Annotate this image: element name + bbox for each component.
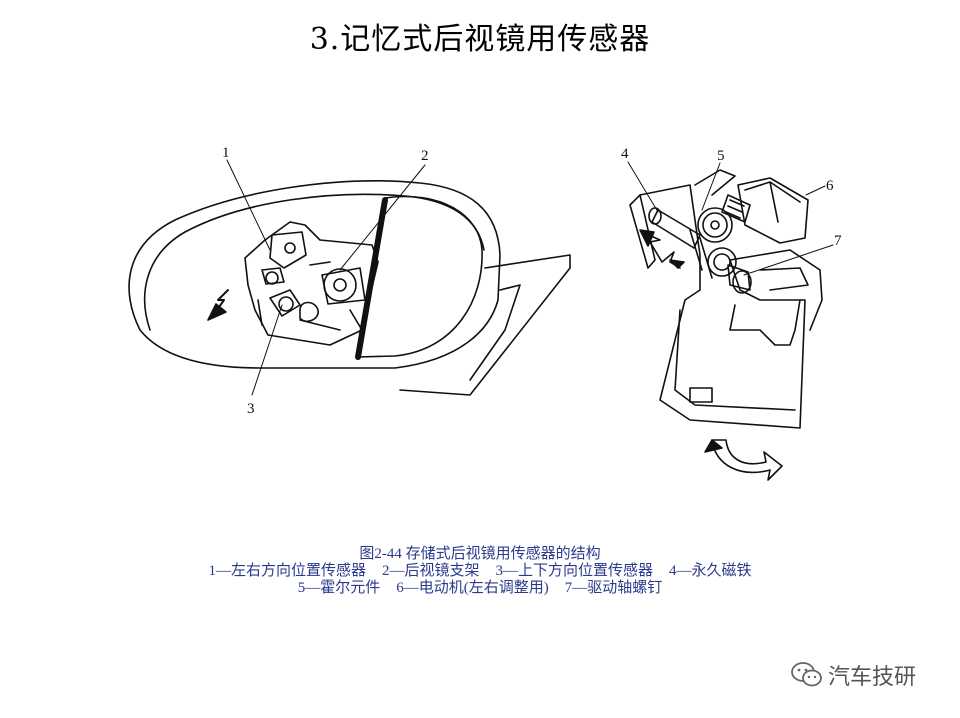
leader-6 [805,185,826,196]
leader-5 [701,162,721,211]
mirror-mount-arm [399,254,571,396]
leader-4 [627,161,659,213]
rotation-arrow [711,439,783,481]
permanent-magnet [651,209,701,249]
callout-4: 4 [621,146,629,162]
motor [737,177,809,244]
leader-1 [226,159,271,251]
callout-6: 6 [826,178,834,194]
mirror-housing [128,180,501,369]
legend-item-3: 3—上下方向位置传感器 [495,563,654,579]
legend-item-6: 6—电动机(左右调整用) [396,580,549,596]
callout-3: 3 [247,401,255,417]
legend-line-1: 1—左右方向位置传感器 2—后视镜支架 3—上下方向位置传感器 4—永久磁铁 [0,563,960,580]
leader-2 [339,164,426,271]
watermark-text: 汽车技研 [828,665,917,690]
watermark: 汽车技研 [790,660,916,690]
callout-2: 2 [421,148,429,164]
legend-item-4: 4—永久磁铁 [669,563,752,579]
figure-title: 图2-44 存储式后视镜用传感器的结构 [359,546,601,562]
callout-7: 7 [834,233,842,249]
legend-line-2: 5—霍尔元件 6—电动机(左右调整用) 7—驱动轴螺钉 [0,580,960,597]
drive-shaft-screw [732,270,752,294]
legend-item-7: 7—驱动轴螺钉 [564,580,663,596]
page-title: 3.记忆式后视镜用传感器 [309,22,651,57]
legend-item-1: 1—左右方向位置传感器 [208,563,366,579]
callout-5: 5 [717,148,725,164]
leader-3 [251,304,283,396]
gear-small [707,247,737,277]
sensor-mechanism-illustration [627,161,834,481]
mirror-assembly-illustration [128,159,571,396]
figure-caption: 图2-44 存储式后视镜用传感器的结构 1—左右方向位置传感器 2—后视镜支架 3—… [0,546,960,597]
wechat-icon [791,662,822,687]
legend-item-2: 2—后视镜支架 [381,563,480,579]
vertical-adjust-arrow [641,231,681,269]
mirror-bracket [244,221,379,346]
callout-1: 1 [222,145,230,161]
gear-large [697,207,733,243]
sensor-housing [639,184,823,429]
leader-7 [743,244,834,276]
legend-item-5: 5—霍尔元件 [297,580,381,596]
mirror-glass [357,195,483,358]
